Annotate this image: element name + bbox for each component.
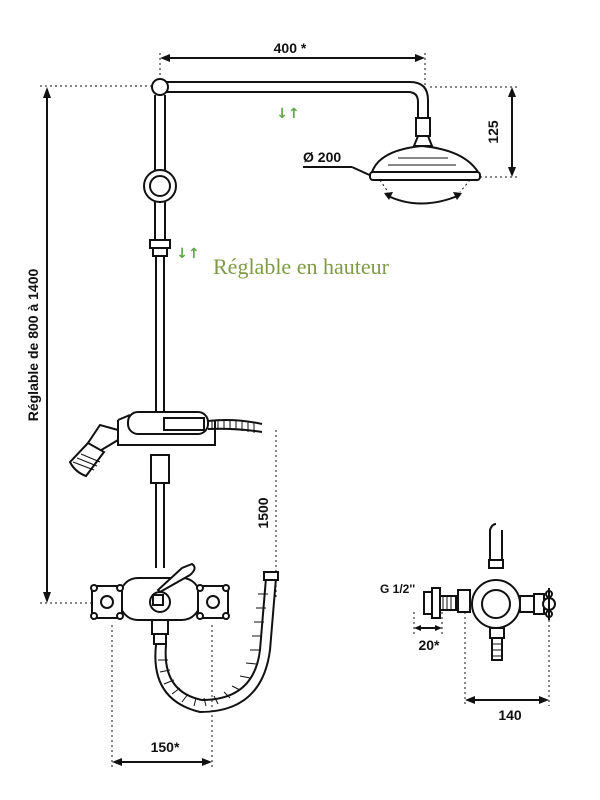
inlet-offset-label: 20* — [418, 637, 440, 653]
height-range-dimension: Réglable de 800 à 1400 — [25, 85, 160, 604]
arm-length-label: 400 * — [274, 40, 307, 56]
height-range-label: Réglable de 800 à 1400 — [25, 269, 41, 422]
top-adjust-arrows-icon: ↓↑ — [276, 106, 299, 122]
shower-column-icon — [68, 78, 429, 714]
head-diameter-dimension: Ø 200 — [303, 149, 377, 179]
adjustable-height-note: Réglable en hauteur — [213, 254, 390, 279]
side-view-detail: G 1/2'' 20* — [380, 523, 556, 723]
hose-length-label: 1500 — [255, 497, 271, 528]
head-diameter-label: Ø 200 — [303, 149, 341, 165]
head-drop-dimension: 125 — [430, 86, 518, 178]
valve-spacing-label: 150* — [151, 739, 180, 755]
inlet-thread-label: G 1/2'' — [380, 582, 415, 596]
arm-length-dimension: 400 * — [159, 40, 426, 90]
valve-depth-label: 140 — [498, 707, 522, 723]
valve-spacing-dimension: 150* — [111, 625, 213, 768]
head-drop-label: 125 — [485, 120, 501, 144]
mid-adjust-arrows-icon: ↓↑ — [176, 246, 199, 262]
shower-head-icon — [369, 117, 481, 205]
